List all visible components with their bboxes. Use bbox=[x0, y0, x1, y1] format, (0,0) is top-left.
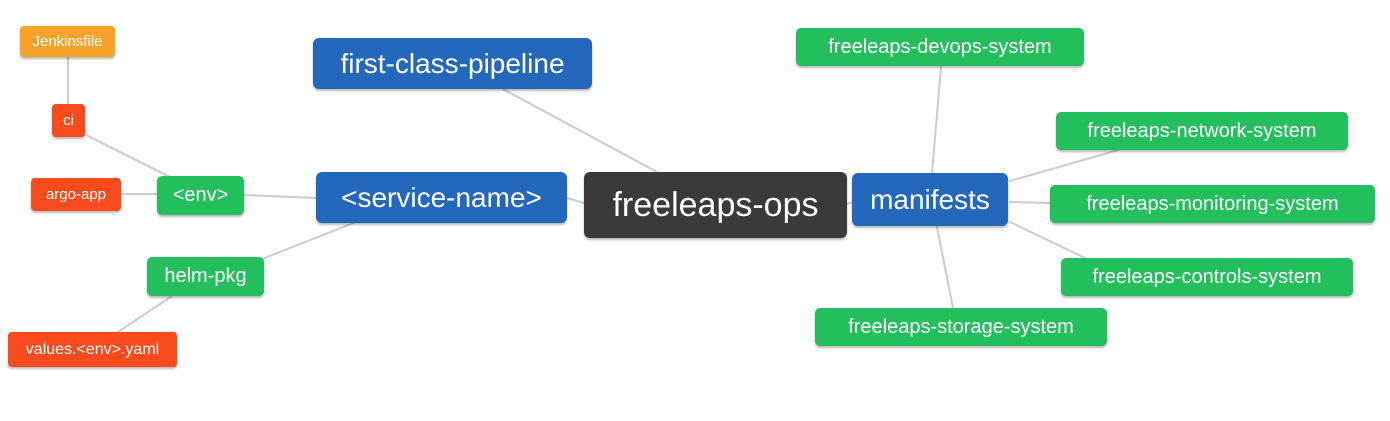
edge-ci-env bbox=[81, 132, 173, 179]
node-freeleaps-storage-system[interactable]: freeleaps-storage-system bbox=[815, 308, 1107, 346]
node-freeleaps-ops-root[interactable]: freeleaps-ops bbox=[584, 172, 847, 238]
edge-manifests-network-system bbox=[1009, 149, 1119, 182]
edge-values-helm-pkg bbox=[117, 295, 173, 333]
edge-service-name-root bbox=[566, 197, 585, 204]
node-freeleaps-monitoring-system[interactable]: freeleaps-monitoring-system bbox=[1050, 185, 1375, 223]
edge-first-class-pipeline-root bbox=[502, 88, 658, 173]
node-first-class-pipeline[interactable]: first-class-pipeline bbox=[313, 38, 592, 89]
edge-env-service-name bbox=[243, 194, 317, 199]
node-manifests[interactable]: manifests bbox=[852, 173, 1008, 226]
node-service-name[interactable]: <service-name> bbox=[316, 172, 567, 223]
node-values-env-yaml[interactable]: values.<env>.yaml bbox=[8, 332, 177, 367]
node-freeleaps-network-system[interactable]: freeleaps-network-system bbox=[1056, 112, 1348, 150]
node-helm-pkg[interactable]: helm-pkg bbox=[147, 257, 264, 296]
node-freeleaps-devops-system[interactable]: freeleaps-devops-system bbox=[796, 28, 1084, 66]
node-jenkinsfile[interactable]: Jenkinsfile bbox=[20, 26, 115, 57]
node-argo-app[interactable]: argo-app bbox=[31, 178, 121, 211]
edge-manifests-devops-system bbox=[931, 66, 942, 174]
edge-manifests-controls-system bbox=[1009, 221, 1086, 259]
edge-manifests-monitoring-system bbox=[1009, 201, 1051, 204]
edge-helm-pkg-service-name bbox=[261, 221, 357, 260]
node-ci[interactable]: ci bbox=[52, 104, 85, 137]
node-freeleaps-controls-system[interactable]: freeleaps-controls-system bbox=[1061, 258, 1353, 296]
edge-manifests-storage-system bbox=[936, 226, 954, 309]
node-env[interactable]: <env> bbox=[157, 176, 244, 215]
